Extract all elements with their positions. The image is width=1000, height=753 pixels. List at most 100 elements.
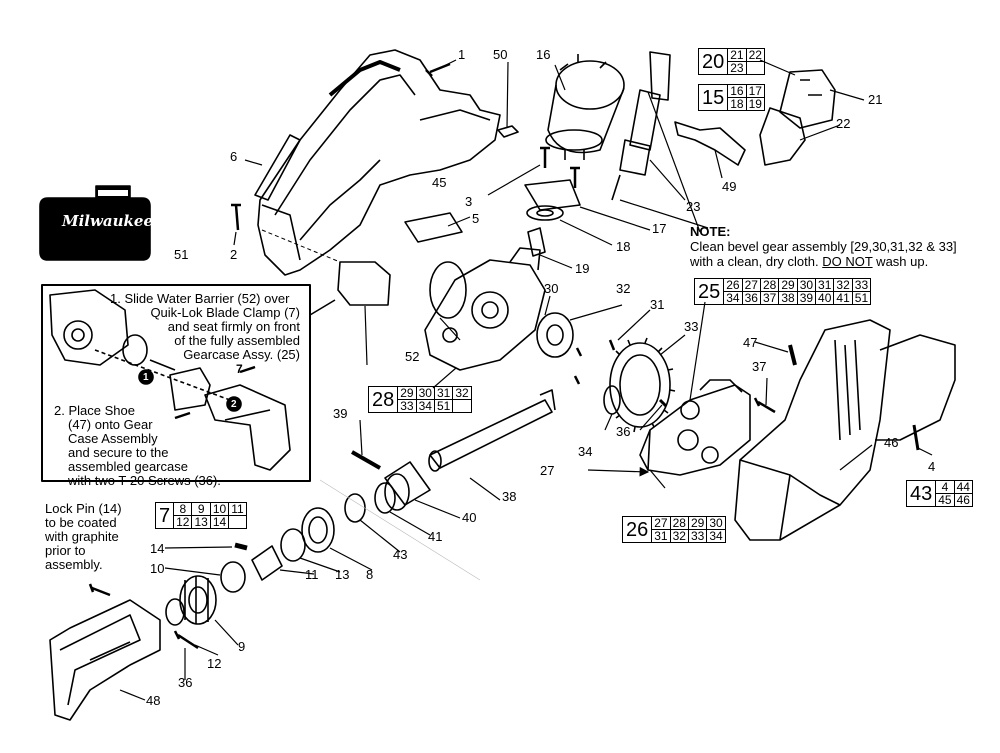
sleeve-39	[384, 461, 431, 511]
inset-screw-top	[239, 365, 256, 374]
switch-board	[611, 51, 671, 201]
part-label: 9	[238, 639, 246, 654]
group-cell: 4	[935, 480, 955, 494]
part-label: 12	[207, 656, 222, 671]
instruction-line: with two T-20 Screws (36).	[68, 473, 221, 488]
group-cell: 32	[669, 529, 689, 543]
group-cell: 33	[397, 399, 417, 413]
note-text: with a clean, dry cloth.	[690, 254, 823, 269]
screw-2	[231, 203, 241, 231]
part-label: 18	[616, 239, 631, 254]
gear-nut-9	[179, 575, 217, 625]
part-label: 45	[432, 175, 447, 190]
part-label: 13	[335, 567, 350, 582]
group-cell: 45	[935, 493, 955, 507]
part-label: 6	[230, 149, 238, 164]
group-cell: 11	[228, 502, 247, 516]
bearing-29	[536, 312, 574, 358]
group-cell: 38	[778, 291, 798, 305]
group-cell: 36	[741, 291, 761, 305]
gearcase-assembly	[639, 379, 751, 476]
part-label: 38	[502, 489, 517, 504]
motor-housing	[257, 49, 501, 276]
part-label: 27	[540, 463, 555, 478]
group-cell: 14	[209, 515, 230, 529]
lock-pin-line: prior to	[45, 543, 86, 558]
screw-shoe	[88, 583, 111, 597]
screws-3	[540, 146, 580, 188]
group-cell: 26	[723, 278, 743, 292]
group-cell: 9	[191, 502, 211, 516]
note-line-2: with a clean, dry cloth. DO NOT wash up.	[690, 254, 957, 269]
part-label: 47	[743, 335, 758, 350]
screws-30	[573, 339, 616, 385]
lock-pin-line: assembly.	[45, 557, 103, 572]
group-cell: 29	[687, 516, 708, 530]
group-cell: 51	[851, 291, 872, 305]
screw-36	[753, 397, 776, 414]
pin-46	[788, 344, 797, 366]
collar-10	[220, 561, 246, 593]
part-label: 34	[578, 444, 593, 459]
pin-38	[351, 450, 381, 470]
instruction-line: Case Assembly	[68, 431, 158, 446]
instruction-line: and secure to the	[68, 445, 169, 460]
group-cell: 8	[173, 502, 193, 516]
group-cell: 28	[759, 278, 780, 292]
front-housing	[734, 319, 956, 541]
group-main: 25	[693, 278, 725, 305]
screw-12	[173, 630, 199, 650]
lock-pin-line: Lock Pin (14)	[45, 501, 122, 516]
group-table-7: 7 8 9 10 11 12 13 14	[154, 502, 247, 529]
screw-34	[658, 398, 668, 408]
part-label: 31	[650, 297, 665, 312]
part-label: 10	[150, 561, 165, 576]
part-label: 7	[236, 362, 243, 376]
inset-marker-2	[226, 396, 242, 412]
group-cell: 29	[778, 278, 798, 292]
part-label: 22	[836, 116, 851, 131]
leader-lines	[119, 59, 933, 701]
part-label: 21	[868, 92, 883, 107]
inset-marker-2-label: 2	[231, 399, 237, 410]
trigger	[759, 107, 806, 166]
group-cell: 16	[727, 84, 747, 98]
group-cell: 27	[651, 516, 671, 530]
instruction-step-1: 1. Slide Water Barrier (52) over Quik-Lo…	[110, 292, 300, 362]
instruction-line: 1. Slide Water Barrier (52) over	[110, 291, 290, 306]
lock-pin-line: to be coated	[45, 515, 117, 530]
inset-connector	[309, 299, 336, 316]
pinion	[527, 227, 546, 257]
part-label: 30	[544, 281, 559, 296]
instruction-line: Gearcase Assy. (25)	[183, 347, 300, 362]
group-cell: 34	[415, 399, 435, 413]
instruction-line: 2. Place Shoe	[54, 403, 135, 418]
group-cell: 30	[415, 386, 435, 400]
part-label: 46	[884, 435, 899, 450]
brush-plate	[524, 179, 581, 211]
case-brand-text: Milwaukee	[62, 212, 154, 230]
instruction-step-2: 2. Place Shoe (47) onto Gear Case Assemb…	[54, 404, 221, 488]
part-label: 2	[230, 247, 238, 262]
instruction-line: and seat firmly on front	[167, 319, 300, 334]
part-label: 37	[752, 359, 767, 374]
part-label: 4	[928, 459, 936, 474]
group-cell: 31	[433, 386, 454, 400]
group-cell: 13	[191, 515, 211, 529]
bearing-18	[526, 205, 564, 221]
part-label: 1	[458, 47, 466, 62]
guide-line-light	[319, 479, 481, 581]
part-label: 39	[333, 406, 348, 421]
instruction-line: Quik-Lok Blade Clamp (7)	[150, 305, 300, 320]
part-label: 11	[305, 567, 319, 582]
lock-pin	[234, 542, 248, 551]
group-cell: 18	[727, 97, 747, 111]
part-label: 23	[686, 199, 701, 214]
group-cell: 40	[815, 291, 835, 305]
note-title: NOTE:	[690, 224, 731, 239]
group-cell: 17	[745, 84, 765, 98]
instruction-line: of the fully assembled	[174, 333, 300, 348]
part-label: 8	[366, 567, 374, 582]
part-label: 33	[684, 319, 699, 334]
nut-8	[301, 507, 335, 553]
